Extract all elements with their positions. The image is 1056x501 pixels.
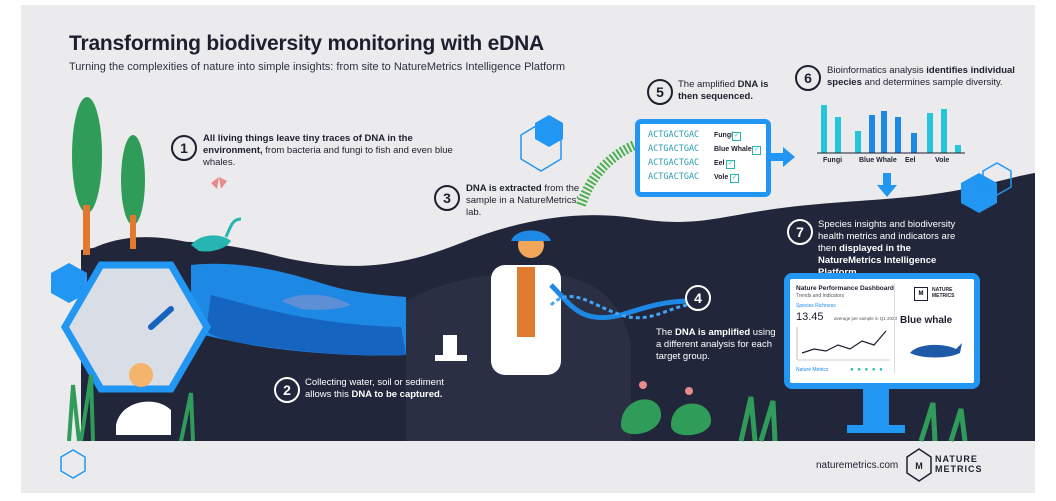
dashboard-logo-icon: M (914, 287, 928, 301)
step-6-bold: identifies individual species (827, 65, 1015, 88)
hexagon-frame-left (60, 261, 212, 393)
step-3-number: 3 (434, 185, 460, 211)
sequence-row: ACTGACTGAC (648, 172, 700, 182)
species-bar (955, 145, 961, 153)
species-label: Eel (905, 157, 916, 164)
sequence-label: Fungi (714, 132, 734, 139)
page-subtitle: Turning the complexities of nature into … (69, 61, 566, 73)
step-1-rest: from bacteria and fungi to fish and even… (203, 145, 453, 168)
page-title: Transforming biodiversity monitoring wit… (69, 32, 544, 55)
step-6-pre: Bioinformatics analysis (827, 65, 927, 76)
step-4-number: 4 (685, 285, 711, 311)
step-5-text: The amplified DNA is then sequenced. (678, 79, 770, 103)
species-bar (855, 131, 861, 153)
trend-line-chart (796, 327, 890, 361)
step-5-bold: DNA is then sequenced. (678, 79, 769, 102)
dashboard-divider (894, 283, 895, 373)
footer-url[interactable]: naturemetrics.com (816, 460, 899, 471)
step-3-bold: DNA is extracted (466, 183, 542, 194)
step-6-number: 6 (795, 65, 821, 91)
check-icon: ✓ (732, 132, 741, 141)
dashboard-brand: Nature Metrics (796, 367, 829, 373)
step-5-number: 5 (647, 79, 673, 105)
dashboard-title: Nature Performance Dashboard (796, 285, 894, 292)
species-bar (869, 115, 875, 153)
person-left-head (129, 363, 153, 387)
dashboard-subtitle: Trends and Indicators (796, 293, 845, 299)
species-bar (881, 111, 887, 153)
step-2-text: Collecting water, soil or sediment allow… (305, 377, 455, 401)
species-bar-chart (817, 105, 965, 154)
footer-logo: NATURE METRICS (935, 454, 983, 474)
sequence-row: ACTGACTGAC (648, 158, 700, 168)
step-7-text: Species insights and biodiversity health… (818, 219, 968, 279)
sequence-label: Blue Whale (714, 146, 752, 153)
tree-left (72, 97, 102, 213)
svg-text:M: M (915, 461, 923, 471)
ocean-water-deep (206, 295, 406, 356)
species-bar (835, 117, 841, 153)
flamingo-icon (191, 235, 231, 252)
arrow-right-icon (767, 147, 795, 167)
microscope-icon (443, 335, 457, 357)
step-7-number: 7 (787, 219, 813, 245)
step-3-rest: from the sample in a NatureMetrics' lab. (466, 183, 580, 218)
species-bar (821, 105, 827, 153)
step-4-rest: using a different analysis for each targ… (656, 327, 776, 362)
blue-whale-icon (910, 343, 962, 358)
check-icon: ✓ (726, 160, 735, 169)
sequence-label: Eel (714, 160, 725, 167)
step-1-number: 1 (171, 135, 197, 161)
cactus-icon (621, 399, 661, 435)
step-1-bold: All living things leave tiny traces of D… (203, 133, 413, 156)
dna-helix (549, 283, 692, 321)
step-7-pre: Species insights and biodiversity health… (818, 219, 956, 254)
hill-left (81, 237, 196, 267)
step-5-pre: The amplified (678, 79, 738, 90)
infographic-frame: M Transforming biodiversity monitoring w… (21, 5, 1035, 493)
species-bar (895, 117, 901, 153)
metric-value: 13.45 (796, 311, 824, 323)
species-name: Blue whale (900, 315, 953, 326)
metric-label: Species Richness (796, 303, 836, 309)
step-7-bold: displayed in the NatureMetrics Intellige… (818, 243, 937, 278)
species-label: Fungi (823, 157, 843, 164)
species-label: Blue Whale (859, 157, 897, 164)
species-bar (941, 109, 947, 153)
step-4-text: The DNA is amplified using a different a… (656, 327, 776, 363)
arrow-down-icon (877, 173, 897, 197)
dashboard-logo-text: NATURE METRICS (932, 287, 955, 299)
step-4-bold: DNA is amplified (675, 327, 751, 338)
step-2-number: 2 (274, 377, 300, 403)
step-6-rest: and determines sample diversity. (861, 77, 1003, 88)
step-2-pre: Collecting water, soil or sediment allow… (305, 377, 444, 400)
sequence-row: ACTGACTGAC (648, 130, 700, 140)
step-2-bold: DNA to be captured. (351, 389, 443, 400)
check-icon: ✓ (730, 174, 739, 183)
species-bar (927, 113, 933, 153)
legend-dots: ● ● ● ● ● (850, 367, 884, 373)
step-6-text: Bioinformatics analysis identifies indiv… (827, 65, 1017, 89)
species-bar (911, 133, 917, 153)
butterfly-icon (211, 177, 227, 189)
step-1-text: All living things leave tiny traces of D… (203, 133, 473, 169)
whale-icon (281, 294, 351, 310)
sequence-label: Vole (714, 174, 729, 181)
footer-logo-line1: NATURE (935, 454, 978, 464)
species-label: Vole (935, 157, 950, 164)
sequence-row: ACTGACTGAC (648, 144, 700, 154)
sequencer-panel: ACTGACTGAC Fungi ✓ ACTGACTGAC Blue Whale… (635, 119, 771, 197)
metric-note: average per sample in Q1 2023 (834, 316, 898, 321)
step-4-pre: The (656, 327, 676, 338)
sequence-strand (576, 140, 638, 207)
step-3-text: DNA is extracted from the sample in a Na… (466, 183, 588, 219)
dashboard-screen: Nature Performance Dashboard Trends and … (784, 273, 980, 389)
footer-logo-line2: METRICS (935, 464, 983, 474)
check-icon: ✓ (752, 146, 761, 155)
